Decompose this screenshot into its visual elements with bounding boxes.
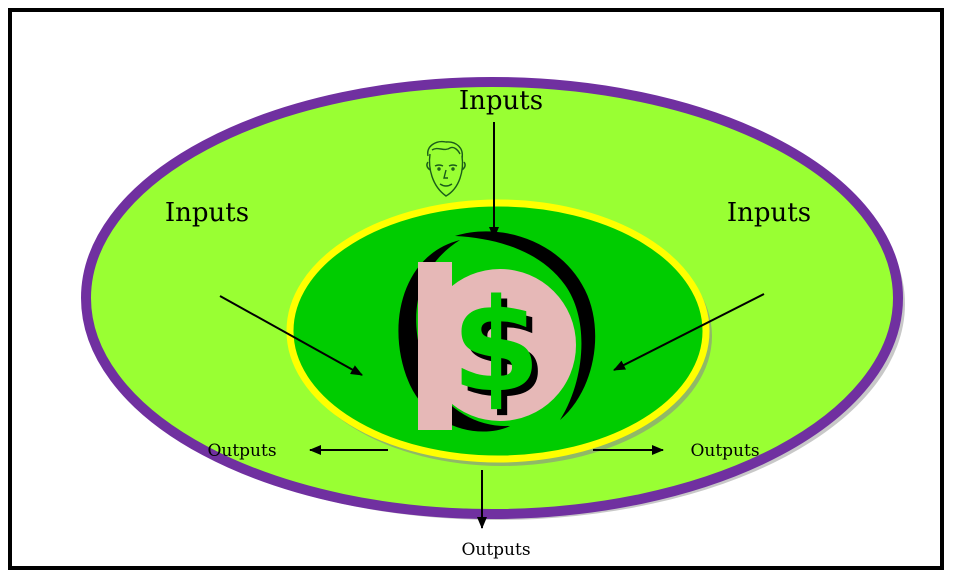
label-input-left: Inputs [165, 198, 249, 228]
label-output-left: Outputs [207, 441, 276, 461]
dollar-coin-icon: $ $ [398, 231, 596, 432]
label-input-right: Inputs [727, 198, 811, 228]
person-head-icon [426, 140, 466, 197]
arrow-input-right [613, 293, 765, 371]
arrow-input-left [219, 295, 363, 376]
label-output-bottom: Outputs [461, 540, 530, 560]
label-input-top: Inputs [459, 86, 543, 116]
dollar-symbol-shadow: $ [457, 278, 546, 427]
label-output-right: Outputs [690, 441, 759, 461]
dollar-symbol: $ [451, 272, 540, 421]
